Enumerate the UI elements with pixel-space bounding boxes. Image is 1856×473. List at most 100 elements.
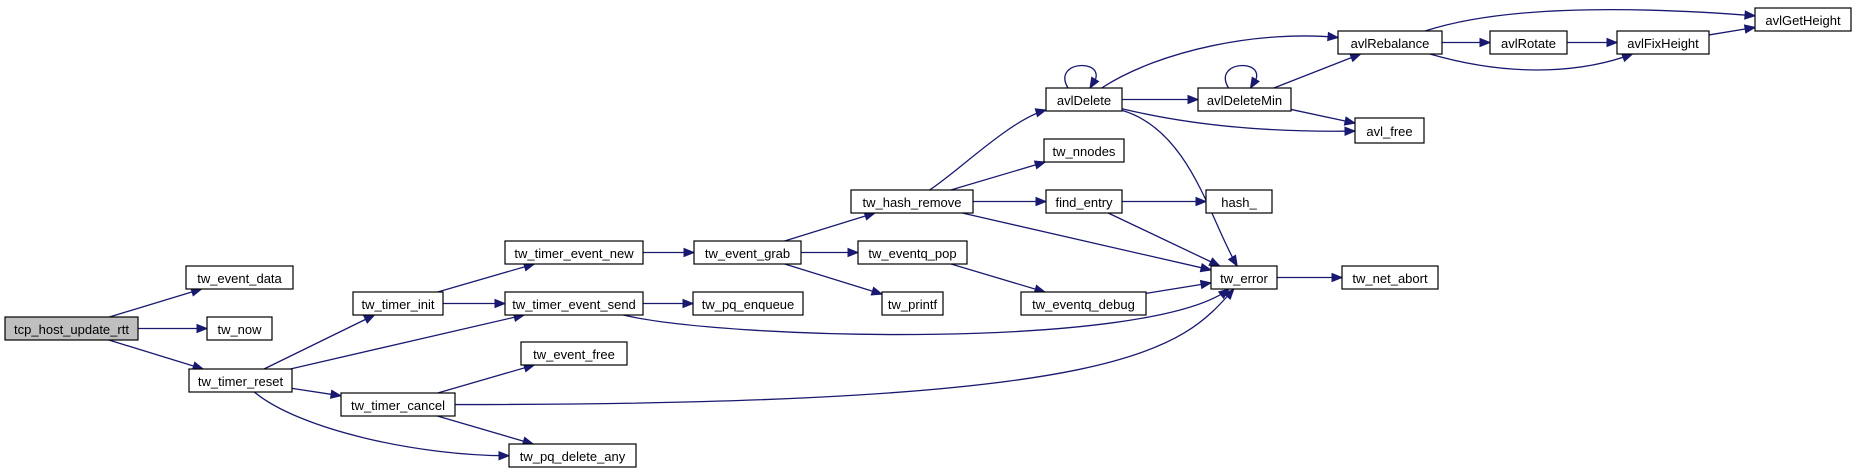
node-tw_pq_delete_any[interactable]: tw_pq_delete_any <box>508 443 637 468</box>
edge-avlRebalance-to-avlFixHeight-line <box>1429 53 1633 71</box>
edge-tw_eventq_debug-to-tw_error <box>1145 279 1213 295</box>
node-tw_timer_event_send[interactable]: tw_timer_event_send <box>504 291 644 316</box>
node-label: avlRotate <box>1501 36 1556 51</box>
node-tw_timer_cancel[interactable]: tw_timer_cancel <box>340 392 456 417</box>
edge-tw_timer_reset-to-tw_pq_delete_any-arrowhead <box>498 451 511 461</box>
node-tw_printf[interactable]: tw_printf <box>881 291 944 316</box>
node-tw_nnodes[interactable]: tw_nnodes <box>1043 138 1125 163</box>
edge-avlDelete-to-tw_error-line <box>1121 109 1238 267</box>
node-box <box>1341 265 1439 290</box>
node-box <box>1210 265 1278 290</box>
edge-tw_hash_remove-to-find_entry-arrowhead <box>1035 196 1048 207</box>
edge-avlDeleteMin-to-avl_free-line <box>1290 108 1356 124</box>
edge-tw_error-to-tw_net_abort <box>1277 272 1344 283</box>
edge-avlRebalance-to-avlGetHeight-line <box>1424 8 1756 32</box>
node-box <box>352 291 444 316</box>
node-label: tw_timer_reset <box>198 374 284 389</box>
node-label: avlRebalance <box>1351 36 1430 51</box>
edge-tw_timer_init-to-tw_timer_event_send <box>443 298 507 309</box>
node-box <box>185 265 294 290</box>
node-avlDelete[interactable]: avlDelete <box>1045 87 1123 112</box>
edge-avlRebalance-to-avlGetHeight-arrowhead <box>1744 10 1757 20</box>
edge-tw_timer_event_send-to-tw_error-arrowhead <box>1217 288 1231 300</box>
edge-tw_eventq_pop-to-tw_eventq_debug-line <box>950 263 1046 293</box>
edge-find_entry-to-hash_ <box>1122 196 1208 207</box>
edge-avlDeleteMin-to-avlDeleteMin-arrowhead <box>1249 76 1260 90</box>
edge-avlDeleteMin-to-avlRebalance <box>1273 53 1362 89</box>
edge-tw_hash_remove-to-avlDelete-arrowhead <box>1034 108 1048 118</box>
node-box <box>1489 30 1568 55</box>
node-label: tw_printf <box>888 297 938 312</box>
edge-tw_timer_event_new-to-tw_event_grab <box>643 247 696 258</box>
node-avlFixHeight[interactable]: avlFixHeight <box>1616 30 1710 55</box>
edge-tw_timer_cancel-to-tw_pq_delete_any <box>437 415 535 446</box>
node-label: avlFixHeight <box>1627 36 1699 51</box>
node-tw_pq_enqueue[interactable]: tw_pq_enqueue <box>692 291 804 316</box>
edge-tw_hash_remove-to-avlDelete-line <box>929 109 1047 191</box>
node-label: tw_nnodes <box>1053 144 1116 159</box>
node-box <box>340 392 456 417</box>
node-label: hash_ <box>1221 195 1257 210</box>
node-tw_timer_event_new[interactable]: tw_timer_event_new <box>504 240 644 265</box>
node-label: tw_timer_cancel <box>351 398 445 413</box>
node-hash_[interactable]: hash_ <box>1205 189 1273 214</box>
edge-avlDelete-to-avl_free-line <box>1121 108 1356 132</box>
node-tw_eventq_pop[interactable]: tw_eventq_pop <box>857 240 968 265</box>
node-label: tw_eventq_debug <box>1032 297 1135 312</box>
node-avlRebalance[interactable]: avlRebalance <box>1337 30 1443 55</box>
node-label: find_entry <box>1055 195 1113 210</box>
node-tw_event_free[interactable]: tw_event_free <box>520 341 628 366</box>
node-tw_timer_init[interactable]: tw_timer_init <box>352 291 444 316</box>
edge-tcp_host_update_rtt-to-tw_timer_reset-line <box>108 339 204 370</box>
node-label: tw_timer_event_send <box>512 297 636 312</box>
edge-tw_timer_event_send-to-tw_error <box>623 288 1231 336</box>
edge-tw_event_grab-to-tw_printf-line <box>784 263 883 295</box>
node-box <box>1020 291 1147 316</box>
edge-tw_eventq_debug-to-tw_error-line <box>1145 282 1212 295</box>
node-avlGetHeight[interactable]: avlGetHeight <box>1754 7 1852 32</box>
node-box <box>504 240 644 265</box>
node-box <box>4 316 139 341</box>
node-tw_error[interactable]: tw_error <box>1210 265 1278 290</box>
edge-tw_timer_init-to-tw_timer_event_new <box>437 262 536 293</box>
node-box <box>1045 189 1123 214</box>
node-box <box>1754 7 1852 32</box>
node-find_entry[interactable]: find_entry <box>1045 189 1123 214</box>
node-box <box>1337 30 1443 55</box>
node-tw_net_abort[interactable]: tw_net_abort <box>1341 265 1439 290</box>
node-tcp_host_update_rtt[interactable]: tcp_host_update_rtt <box>4 316 139 341</box>
edge-avlRebalance-to-avlRotate-arrowhead <box>1479 37 1492 48</box>
node-tw_timer_reset[interactable]: tw_timer_reset <box>188 368 293 393</box>
edge-tw_hash_remove-to-find_entry <box>973 196 1048 207</box>
edge-tw_timer_reset-to-tw_timer_cancel-arrowhead <box>329 389 343 399</box>
node-label: avlDeleteMin <box>1207 93 1282 108</box>
node-label: tw_event_data <box>197 271 282 286</box>
node-tw_event_grab[interactable]: tw_event_grab <box>693 240 802 265</box>
node-tw_event_data[interactable]: tw_event_data <box>185 265 294 290</box>
node-label: tw_error <box>1220 271 1268 286</box>
node-tw_now[interactable]: tw_now <box>206 316 273 341</box>
node-avlRotate[interactable]: avlRotate <box>1489 30 1568 55</box>
edge-tw_hash_remove-to-tw_nnodes-arrowhead <box>1033 160 1047 170</box>
node-label: tw_pq_enqueue <box>702 297 795 312</box>
edge-tw_error-to-tw_net_abort-arrowhead <box>1331 272 1344 283</box>
edge-tw_timer_event_send-to-tw_pq_enqueue <box>643 298 695 309</box>
edge-find_entry-to-tw_error-line <box>1107 212 1221 267</box>
node-label: avlDelete <box>1057 93 1111 108</box>
edge-tw_event_grab-to-tw_eventq_pop-arrowhead <box>847 247 860 258</box>
edge-tw_hash_remove-to-avlDelete <box>929 108 1048 191</box>
node-tw_hash_remove[interactable]: tw_hash_remove <box>850 189 974 214</box>
edge-avlRebalance-to-avlRotate <box>1442 37 1492 48</box>
node-avlDeleteMin[interactable]: avlDeleteMin <box>1197 87 1292 112</box>
node-avl_free[interactable]: avl_free <box>1354 117 1425 144</box>
node-box <box>508 443 637 468</box>
edge-avlDelete-to-avlRebalance-arrowhead <box>1327 31 1340 42</box>
edge-avlRebalance-to-avlFixHeight <box>1429 53 1634 71</box>
node-label: avlGetHeight <box>1765 13 1841 28</box>
edge-tw_timer_reset-to-tw_timer_cancel <box>291 387 343 399</box>
node-label: tw_timer_init <box>362 297 435 312</box>
node-tw_eventq_debug[interactable]: tw_eventq_debug <box>1020 291 1147 316</box>
edge-tw_timer_cancel-to-tw_event_free-line <box>437 364 535 394</box>
edge-tw_event_grab-to-tw_eventq_pop <box>801 247 860 258</box>
node-box <box>1616 30 1710 55</box>
